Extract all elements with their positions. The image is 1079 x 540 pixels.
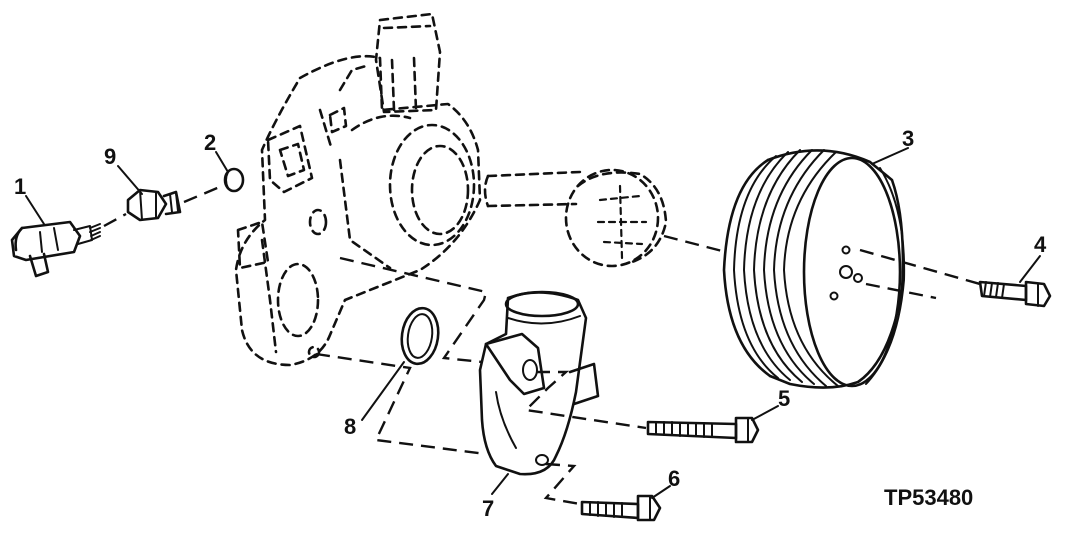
cap-screw-5 [646,416,760,444]
callout-3: 3 [902,126,914,151]
callout-6: 6 [668,466,680,491]
explode-lines [103,184,981,506]
figure-id: TP53480 [884,485,973,510]
callout-2: 2 [204,130,216,155]
impeller-shaft [483,168,668,268]
cap-screw-6 [580,494,662,522]
callout-leaders [25,147,1041,499]
callout-1: 1 [14,174,26,199]
callout-4: 4 [1034,232,1047,257]
cap-screw-4 [978,280,1052,308]
pulley [722,149,906,389]
o-ring [400,306,440,366]
adapter-fitting [126,188,182,222]
callout-5: 5 [778,386,790,411]
thermostat-housing [478,290,600,476]
callout-9: 9 [104,144,116,169]
callout-7: 7 [482,496,494,521]
sealing-washer [223,167,245,193]
pump-housing-outline [234,12,482,367]
callout-8: 8 [344,414,356,439]
temperature-sender [10,220,101,278]
